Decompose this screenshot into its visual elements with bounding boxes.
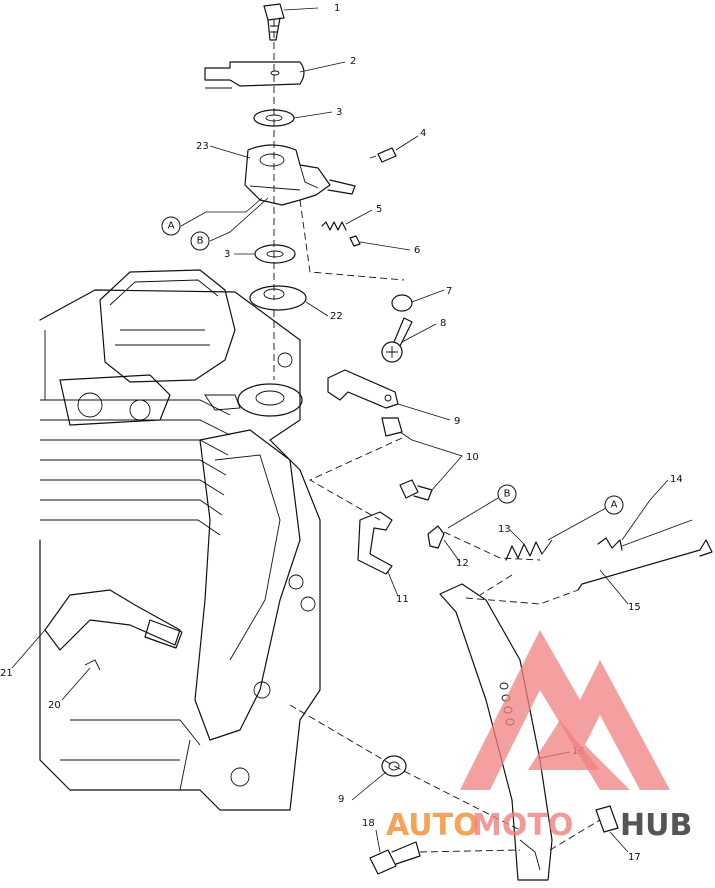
callout-23: 23: [196, 141, 209, 152]
callout-8: 8: [440, 318, 446, 329]
reference-a-left: A: [161, 197, 263, 236]
watermark-text-hub: HUB: [620, 808, 692, 843]
callout-5: 5: [376, 204, 382, 215]
assembly-line-12: [443, 531, 541, 561]
callout-12: 12: [456, 558, 469, 569]
assembly-line-17: [549, 819, 601, 851]
callout-4: 4: [420, 128, 426, 139]
callout-20: 20: [48, 700, 61, 711]
callout-6: 6: [414, 245, 420, 256]
collar-7: [391, 294, 413, 312]
callout-11: 11: [396, 594, 409, 605]
watermark-text-auto: AUTO: [386, 808, 479, 843]
callout-21: 21: [0, 668, 13, 679]
engine-block: [39, 269, 321, 811]
assembly-line-cable: [479, 574, 513, 596]
washer-3-mid: [254, 244, 296, 264]
bolt-10-upper: [381, 417, 413, 441]
callout-13: 13: [498, 524, 511, 535]
watermark-text-moto: MOTO: [472, 808, 573, 843]
bolt-18: [369, 841, 421, 875]
reference-b-left: B: [190, 197, 269, 251]
assembly-line-lower: [289, 704, 521, 831]
callout-7: 7: [446, 286, 452, 297]
svg-text:B: B: [504, 489, 511, 500]
callout-labels: 1 2 3 23 4 5 6 3 7 22 8 9 10 12 13 14 11…: [0, 3, 683, 863]
assembly-line-lever: [299, 199, 405, 281]
callout-3-mid: 3: [224, 249, 230, 260]
screw-8: [381, 317, 413, 363]
reference-b-right: B: [447, 484, 517, 529]
callout-1: 1: [334, 3, 340, 14]
screw-6: [349, 235, 361, 247]
bushing-22: [249, 285, 307, 311]
leader-lines: [11, 7, 669, 853]
spring-5: [321, 221, 347, 231]
callout-17: 17: [628, 852, 641, 863]
callout-22: 22: [330, 311, 343, 322]
callout-10: 10: [466, 452, 479, 463]
spring-13: [505, 539, 553, 561]
watermark-logo-icon: [460, 630, 670, 790]
callout-3-top: 3: [336, 107, 342, 118]
bracket-9: [327, 369, 399, 409]
automotohub-watermark: AUTO MOTO HUB: [386, 630, 692, 843]
callout-9-lower: 9: [338, 794, 344, 805]
callout-15: 15: [628, 602, 641, 613]
assembly-line-15: [465, 589, 579, 605]
callout-2: 2: [350, 56, 356, 67]
bolt-10-lower: [399, 479, 433, 501]
callout-9-upper: 9: [454, 416, 460, 427]
rod-15: [577, 539, 713, 591]
svg-text:A: A: [611, 500, 618, 511]
plate-2: [204, 61, 305, 89]
washer-19: [381, 755, 407, 777]
assembly-line-10: [309, 437, 403, 521]
svg-text:B: B: [197, 236, 204, 247]
reference-a-right: A: [547, 495, 624, 541]
cable-14: [597, 519, 693, 551]
assembly-line-18: [419, 849, 521, 853]
clip-17: [595, 805, 619, 833]
callout-18: 18: [362, 818, 375, 829]
cable-end-12: [427, 525, 445, 549]
clip-bracket-11: [357, 511, 393, 575]
screw-4: [369, 147, 397, 163]
callout-14: 14: [670, 474, 683, 485]
lever-assembly-23: [244, 144, 356, 206]
svg-text:A: A: [168, 221, 175, 232]
